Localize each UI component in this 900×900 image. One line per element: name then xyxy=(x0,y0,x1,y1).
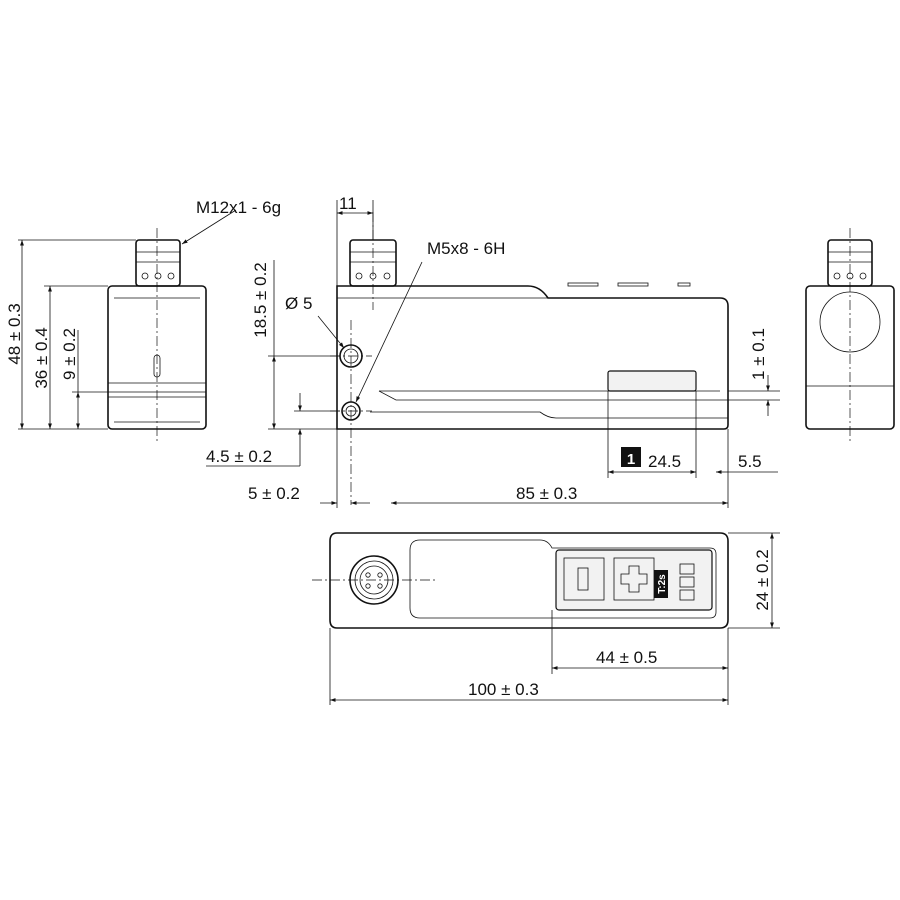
front-dimensions xyxy=(206,200,780,508)
hole-diameter-label: Ø 5 xyxy=(285,294,312,313)
right-side-view xyxy=(805,228,895,442)
timer-badge xyxy=(654,570,668,598)
callout-number: 1 xyxy=(627,451,635,468)
left-side-view xyxy=(107,228,207,442)
front-view xyxy=(330,212,729,505)
dim-36-label: 36 ± 0.4 xyxy=(32,327,51,388)
dim-11-label: 11 xyxy=(339,194,357,213)
dim-100-label: 100 ± 0.3 xyxy=(468,680,539,699)
dim-24-label: 24 ± 0.2 xyxy=(753,549,772,610)
thread-connector-label: M12x1 - 6g xyxy=(196,198,281,217)
callout-badge xyxy=(621,447,641,467)
thread-mount-label: M5x8 - 6H xyxy=(427,239,505,258)
timer-label: T:2s xyxy=(657,574,668,594)
dim-48-label: 48 ± 0.3 xyxy=(5,303,24,364)
dim-24-5-label: 24.5 xyxy=(648,452,681,471)
dim-4-5-label: 4.5 ± 0.2 xyxy=(206,447,272,466)
dim-5-5-label: 5.5 xyxy=(738,452,762,471)
dim-9-label: 9 ± 0.2 xyxy=(60,328,79,380)
dim-1-label: 1 ± 0.1 xyxy=(749,328,768,380)
dim-5-label: 5 ± 0.2 xyxy=(248,484,300,503)
left-dimensions xyxy=(18,239,136,430)
top-dimensions xyxy=(329,532,780,705)
dim-18-5-label: 18.5 ± 0.2 xyxy=(251,262,270,338)
dim-85-label: 85 ± 0.3 xyxy=(516,484,577,503)
top-view xyxy=(312,532,729,629)
dim-44-label: 44 ± 0.5 xyxy=(596,648,657,667)
